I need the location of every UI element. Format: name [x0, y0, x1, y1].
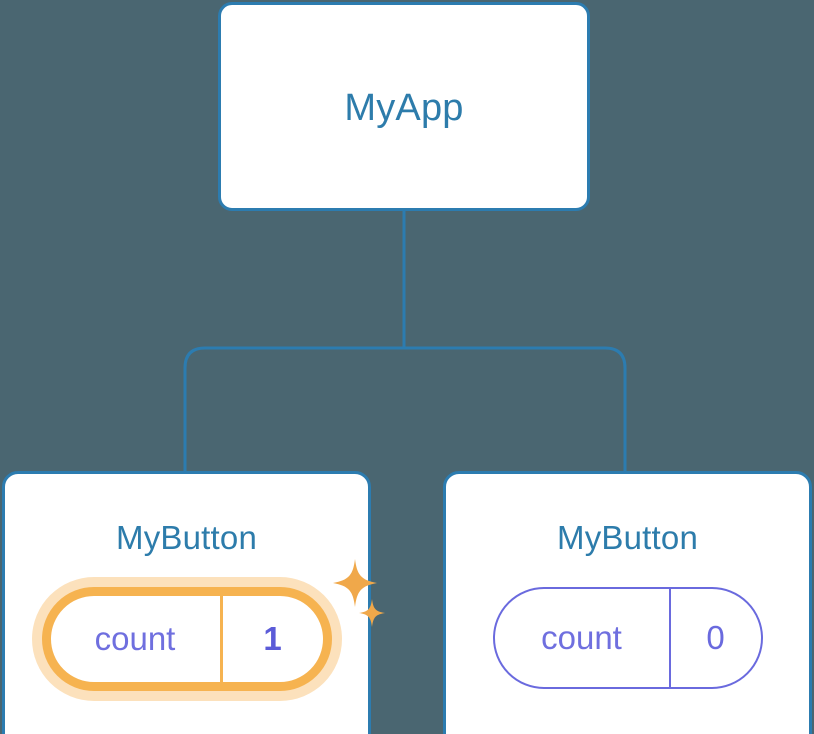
node-root-myapp[interactable]: MyApp	[218, 2, 590, 211]
node-child-mybutton-idle[interactable]: MyButton count 0	[443, 471, 812, 734]
node-title: MyButton	[557, 519, 698, 556]
sparkle-group	[324, 555, 394, 633]
node-title: MyApp	[344, 87, 464, 129]
state-pill-count[interactable]: count 0	[492, 587, 763, 689]
state-pill-container: count 1	[5, 559, 385, 701]
state-value-label: 0	[706, 619, 725, 656]
edge-split-right	[404, 346, 627, 471]
state-pill-container: count 0	[446, 587, 809, 689]
state-key-label: count	[495, 589, 671, 687]
sparkle-large-icon	[332, 559, 377, 607]
state-value-label: 1	[263, 620, 282, 657]
state-pill-count[interactable]: count 1	[41, 587, 332, 691]
state-key-label: count	[51, 596, 223, 682]
edge-split-left	[183, 346, 404, 471]
node-title: MyButton	[116, 519, 257, 556]
node-child-mybutton-active[interactable]: MyButton count 1	[2, 471, 385, 734]
sparkle-small-icon	[358, 599, 385, 627]
